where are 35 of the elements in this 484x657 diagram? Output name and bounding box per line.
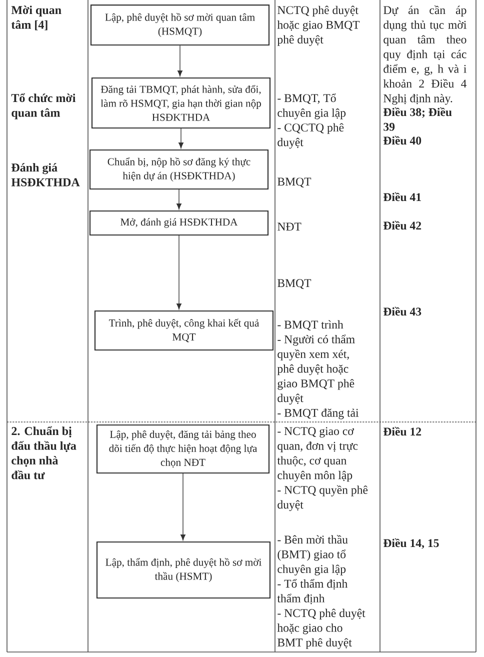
cell-text: NĐT (278, 222, 302, 231)
cell-text: - NCTQ quyền phê duyệt (278, 485, 368, 512)
row-heading: Đánh giá HSĐKTHDA (11, 163, 80, 186)
article-reference: Điều 43 (384, 306, 422, 316)
cell-text: - CQCTQ phê duyệt (278, 123, 344, 149)
cell-text: - BMQT, Tổ chuyên gia lập (278, 93, 346, 120)
process-box: Lập, phê duyệt hồ sơ mời quan tâm (HSMQT) (90, 4, 270, 46)
article-reference: Điều 40 (384, 136, 422, 145)
process-box: Chuẩn bị, nộp hồ sơ đăng ký thực hiện dự án (HSĐKTHDA) (89, 149, 269, 190)
article-reference: Điều 14, 15 (384, 538, 439, 549)
cell-text: BMQT (278, 178, 312, 188)
process-box: Đăng tải TBMQT, phát hành, sửa đổi, làm rõ HSMQT, gia hạn thời gian nộp HSĐKTHDA (91, 77, 271, 129)
cell-text: - NCTQ phê duyệt hoặc giao cho BMT phê duyệt (277, 608, 366, 649)
article-reference: Điều 12 (384, 426, 422, 436)
row-heading: Tổ chức mời quan tâm (11, 93, 76, 120)
arrow (180, 473, 186, 540)
arrow (178, 45, 182, 76)
row-heading: 2. Chuẩn bị đấu thầu lựa chọn nhà đầu tư (12, 426, 76, 480)
process-box: Lập, thẩm định, phê duyệt hồ sơ mời thầu (HSMT) (96, 541, 271, 599)
cell-text: BMQT (278, 279, 312, 289)
cell-text: - BMQT đăng tải (278, 408, 359, 420)
process-box: Trình, phê duyệt, công khai kết quả MQT (94, 310, 274, 351)
note-text: Dự án cần áp dụng thủ tục mời quan tâm theo quy định tại các điểm e, g, h và i khoản 2 Điều 4 Nghị định này. (383, 5, 466, 105)
article-reference: Điều 38; Điều 39 (384, 107, 452, 131)
article-reference: Điều 41 (384, 192, 421, 202)
article-reference: Điều 42 (384, 220, 422, 230)
cell-text: - Tổ thẩm định thẩm định (277, 579, 348, 604)
row-heading: Mời quan tâm [4] (11, 6, 62, 30)
arrow (176, 189, 182, 210)
cell-text: NCTQ phê duyệt hoặc giao BMQT phê duyệt (277, 6, 360, 46)
arrow (176, 235, 182, 310)
process-box: Mở, đánh giá HSĐKTHDA (89, 210, 269, 236)
cell-text: - Người có thẩm quyền xem xét, phê duyệt hoặc giao BMQT phê duyệt (277, 334, 355, 405)
arrow (178, 128, 184, 148)
process-box: Lập, phê duyệt, đăng tải bảng theo dõi tiến độ thực hiện hoạt động lựa chọn NĐT (96, 424, 270, 474)
